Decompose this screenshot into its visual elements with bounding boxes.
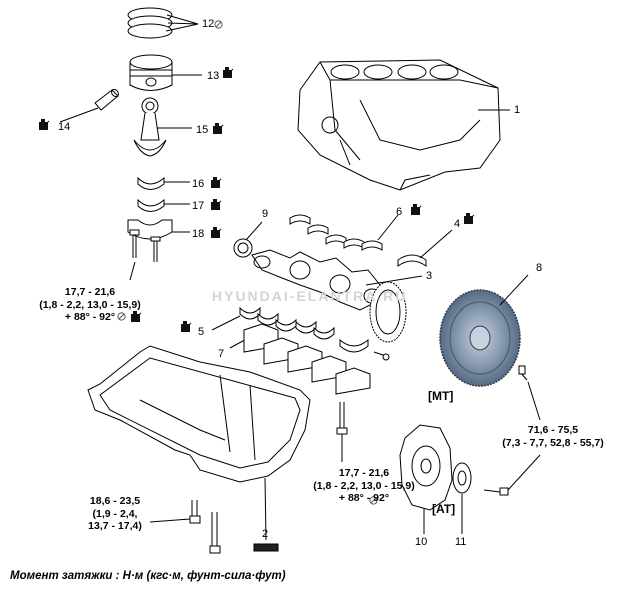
- lower-main-bearings-drawing: [211, 306, 369, 353]
- engine-oil-icon: [211, 199, 222, 210]
- part-label-thrust-bearing-lower: 5: [198, 326, 205, 338]
- part-label-flywheel: 8: [536, 262, 543, 274]
- sealant-tube-drawing: [253, 543, 279, 552]
- flywheel-drawing: [439, 274, 529, 387]
- torque-units-note: Момент затяжки : Н·м (кгс·м, фунт-сила·ф…: [10, 570, 286, 582]
- variant-label-mt: [MT]: [428, 389, 454, 403]
- torque-flywheel-line1: 71,6 - 75,5: [527, 424, 579, 436]
- main-bearing-caps-drawing: [243, 323, 390, 395]
- torque-flywheel-bolt: 71,6 - 75,5 (7,3 - 7,7, 52,8 - 55,7): [492, 424, 614, 449]
- part-label-rod-cap: 18: [192, 228, 205, 240]
- part-label-cylinder-block: 1: [514, 104, 521, 116]
- torque-oil-pan-line1: 18,6 - 23,5: [89, 495, 141, 507]
- not-reusable-icon: [117, 312, 126, 321]
- torque-rod-cap-bolt: 17,7 - 21,6 (1,8 - 2,2, 13,0 - 15,9) + 8…: [30, 286, 150, 324]
- reluctor-ring-drawing: [369, 281, 407, 343]
- flywheel-bolt-drawing: [483, 381, 541, 496]
- upper-main-bearings-drawing: [289, 214, 399, 251]
- torque-oil-pan-line3: 13,7 - 17,4): [88, 520, 142, 532]
- rod-bearings-drawing: [137, 176, 190, 212]
- torque-main-bearing-line3: + 88° - 92°: [338, 492, 390, 504]
- piston-pin-drawing: [59, 88, 119, 123]
- part-label-connecting-rod: 15: [196, 124, 209, 136]
- watermark: HYUNDAI-ELANTRA.RU: [212, 288, 408, 304]
- part-label-adapter-plate: 11: [455, 536, 467, 548]
- rod-bolt-leader: [129, 261, 136, 281]
- engine-oil-icon: [464, 213, 475, 224]
- part-label-lower-rod-bearing: 17: [192, 200, 205, 212]
- torque-flywheel-line2: (7,3 - 7,7, 52,8 - 55,7): [502, 436, 604, 449]
- torque-oil-pan-bolt: 18,6 - 23,5 (1,9 - 2,4, 13,7 - 17,4): [76, 495, 154, 533]
- engine-oil-icon: [181, 321, 192, 332]
- adapter-plate-drawing: [452, 462, 472, 534]
- thrust-bearing-upper-drawing: [397, 229, 453, 267]
- part-label-piston-rings: 12: [202, 18, 215, 30]
- torque-main-bearing-line1: 17,7 - 21,6: [338, 467, 390, 479]
- engine-oil-icon: [131, 311, 142, 322]
- part-label-thrust-bearing-upper: 4: [454, 218, 461, 230]
- part-label-piston: 13: [207, 70, 220, 82]
- part-label-drive-plate: 10: [415, 536, 428, 548]
- part-label-crankshaft: 3: [426, 270, 433, 282]
- torque-main-bearing-line2: (1,8 - 2,2, 13,0 - 15,9): [313, 479, 415, 492]
- oil-seal-drawing: [233, 221, 263, 258]
- part-label-upper-main-bearings: 6: [396, 206, 403, 218]
- rod-cap-drawing: [127, 219, 190, 262]
- torque-main-bearing-bolt: 17,7 - 21,6 (1,8 - 2,2, 13,0 - 15,9) + 8…: [302, 467, 426, 505]
- connecting-rod-drawing: [133, 97, 192, 157]
- piston-rings-drawing: [127, 7, 199, 39]
- torque-rod-cap-line1: 17,7 - 21,6: [64, 286, 116, 298]
- engine-oil-icon: [223, 67, 234, 78]
- piston-drawing: [129, 54, 202, 91]
- cylinder-block-drawing: [297, 59, 510, 191]
- torque-rod-cap-line2: (1,8 - 2,2, 13,0 - 15,9): [39, 298, 141, 311]
- engine-oil-icon: [213, 123, 224, 134]
- part-label-oil-pan: 2: [262, 528, 269, 540]
- variant-label-at: [AT]: [432, 502, 456, 516]
- engine-oil-icon: [39, 119, 50, 130]
- main-bearing-bolt-drawing: [336, 402, 348, 462]
- not-reusable-icon: [369, 496, 378, 505]
- part-label-oil-seal: 9: [262, 208, 269, 220]
- engine-oil-icon: [211, 227, 222, 238]
- oil-pan-drawing: [87, 345, 311, 541]
- torque-oil-pan-line2: (1,9 - 2,4,: [92, 507, 138, 520]
- oil-pan-bolts-drawing: [149, 500, 221, 554]
- part-label-piston-pin: 14: [58, 121, 71, 133]
- drive-plate-drawing: [399, 424, 453, 534]
- engine-oil-icon: [211, 177, 222, 188]
- not-reusable-icon: [214, 20, 223, 29]
- engine-oil-icon: [411, 204, 422, 215]
- part-label-lower-main-bearings: 7: [218, 348, 225, 360]
- torque-rod-cap-line3: + 88° - 92°: [64, 311, 116, 323]
- part-label-upper-rod-bearing: 16: [192, 178, 205, 190]
